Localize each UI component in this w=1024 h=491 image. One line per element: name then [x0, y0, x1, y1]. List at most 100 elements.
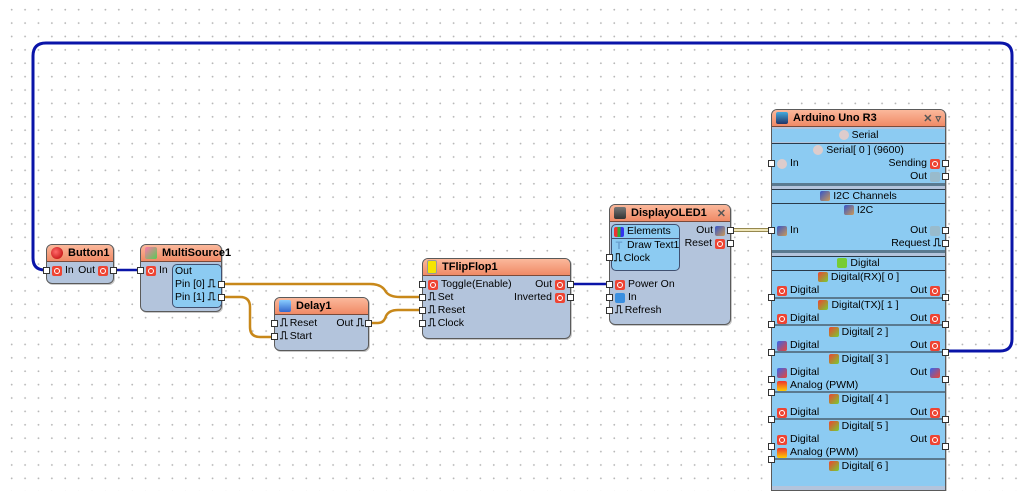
flipflop-icon [427, 260, 437, 274]
digital-channel-icon [828, 421, 839, 432]
digital-pin-icon [52, 265, 62, 276]
multisource1-component[interactable]: MultiSource1 In Out Pin [0] ⎍ Pin [1] ⎍ [137, 244, 231, 312]
displayoled1-clock-label: Clock [623, 252, 650, 264]
serial-in-pin[interactable] [768, 160, 775, 167]
digital-3-in-pin[interactable] [768, 376, 775, 383]
digital-channel-icon [818, 300, 829, 311]
digital-channel-1-label: Digital(TX)[ 1 ] [831, 299, 899, 311]
i2c-out-pin[interactable] [942, 227, 949, 234]
tflipflop1-component[interactable]: TFlipFlop1 Toggle(Enable) Out ⎍ Set Inve… [419, 258, 574, 339]
wire-delay-out-to-reset[interactable] [369, 308, 422, 325]
displayoled1-out-label: Out [696, 224, 713, 236]
displayoled1-refresh-label: Refresh [624, 304, 662, 316]
serial-sending-pin[interactable] [942, 160, 949, 167]
arduino-component[interactable]: Arduino Uno R3 ✕ ▿ Serial Serial[ 0 ] (9… [768, 109, 949, 491]
i2c-icon [843, 205, 854, 216]
digital-channel-2: Digital[ 2 ] Digital Out [772, 324, 945, 352]
digital-pin-icon [98, 265, 108, 276]
multisource1-in-pin[interactable] [137, 267, 144, 274]
i2c-in-pin[interactable] [768, 227, 775, 234]
displayoled1-reset-label: Reset [684, 237, 712, 249]
wire-pin0-to-set[interactable] [222, 282, 422, 299]
tools-dropdown-icon[interactable]: ✕ ▿ [923, 113, 941, 125]
digital-channel-4: Digital[ 4 ] Digital Out [772, 391, 945, 419]
digital-1-in-pin[interactable] [768, 321, 775, 328]
button-icon [51, 247, 63, 259]
tflipflop1-toggle-pin[interactable] [419, 281, 426, 288]
digital-channel-5-label: Digital[ 5 ] [841, 420, 889, 432]
displayoled1-component[interactable]: DisplayOLED1 ✕ Elements T Draw Text1 ⎍ C… [606, 204, 734, 325]
digital-3-analog-pin[interactable] [768, 389, 775, 396]
i2c-channel: I2C In Out Request⎍ [772, 203, 945, 250]
digital-5-analog-pin[interactable] [768, 456, 775, 463]
displayoled1-clock-pin[interactable] [606, 254, 613, 261]
tflipflop1-set-label: Set [437, 291, 454, 303]
i2c-out-label: Out [910, 224, 927, 236]
delay1-reset-label: Reset [289, 317, 318, 329]
delay1-start-pin[interactable] [271, 333, 278, 340]
button1-component[interactable]: Button1 In Out [43, 244, 117, 284]
tflipflop1-clock-pin[interactable] [419, 320, 426, 327]
delay1-title: Delay1 [296, 300, 332, 312]
tflipflop1-set-pin[interactable] [419, 294, 426, 301]
serial-channel-label: Serial[ 0 ] (9600) [826, 144, 904, 156]
delay1-component[interactable]: Delay1 ⎍ Reset Out ⎍ ⎍ Start [271, 297, 372, 351]
serial-channel: Serial[ 0 ] (9600) In Sending Out [772, 143, 945, 184]
analog-icon [777, 447, 787, 458]
delay1-out-pin[interactable] [365, 320, 372, 327]
multisource1-pin1-pin[interactable] [218, 294, 225, 301]
button1-header[interactable]: Button1 [47, 245, 113, 262]
arduino-icon [776, 112, 788, 124]
tflipflop1-header[interactable]: TFlipFlop1 [423, 259, 570, 276]
digital-pin-icon [777, 313, 787, 324]
digital-0-out-label: Out [910, 284, 927, 296]
digital-4-out-pin[interactable] [942, 416, 949, 423]
digital-pin-icon [930, 285, 940, 296]
element-item-draw-text[interactable]: T Draw Text1 [614, 239, 680, 252]
serial-out-pin[interactable] [942, 173, 949, 180]
displayoled1-in-pin[interactable] [606, 294, 613, 301]
displayoled1-out-pin[interactable] [727, 227, 734, 234]
delay1-reset-pin[interactable] [271, 320, 278, 327]
tflipflop1-inverted-pin[interactable] [567, 294, 574, 301]
digital-2-out-pin[interactable] [942, 349, 949, 356]
digital-0-in-label: Digital [790, 284, 820, 296]
digital-5-in-pin[interactable] [768, 443, 775, 450]
digital-0-in-pin[interactable] [768, 294, 775, 301]
arduino-header[interactable]: Arduino Uno R3 ✕ ▿ [772, 110, 945, 127]
clock-pin-icon: ⎍ [933, 237, 941, 249]
i2c-channel-label: I2C [856, 204, 874, 216]
digital-1-out-pin[interactable] [942, 321, 949, 328]
clock-pin-icon: ⎍ [280, 330, 288, 342]
i2c-request-pin[interactable] [942, 240, 949, 247]
digital-3-out-label: Out [910, 366, 927, 378]
multisource1-header[interactable]: MultiSource1 [141, 245, 231, 262]
interrupt-icon [930, 367, 940, 378]
serial-icon [777, 158, 787, 169]
displayoled1-poweron-label: Power On [628, 278, 675, 290]
displayoled1-elements-panel[interactable]: Elements T Draw Text1 ⎍ Clock [611, 224, 680, 271]
tools-icon[interactable]: ✕ [716, 208, 726, 220]
digital-4-in-pin[interactable] [768, 416, 775, 423]
delay1-header[interactable]: Delay1 [275, 298, 368, 315]
digital-pin-icon [146, 265, 156, 276]
button1-title: Button1 [68, 247, 110, 259]
displayoled1-poweron-pin[interactable] [606, 281, 613, 288]
elements-label: Elements [627, 225, 671, 237]
displayoled1-refresh-pin[interactable] [606, 307, 613, 314]
displayoled1-header[interactable]: DisplayOLED1 ✕ [610, 205, 730, 222]
wire-pin1-to-delay-start[interactable] [222, 295, 273, 339]
digital-5-out-pin[interactable] [942, 443, 949, 450]
digital-0-out-pin[interactable] [942, 294, 949, 301]
displayoled1-reset-pin[interactable] [727, 240, 734, 247]
button1-in-pin[interactable] [43, 267, 50, 274]
multisource1-pin0-pin[interactable] [218, 281, 225, 288]
clock-pin-icon: ⎍ [207, 291, 216, 303]
digital-2-in-pin[interactable] [768, 349, 775, 356]
digital-3-out-pin[interactable] [942, 376, 949, 383]
tflipflop1-reset-pin[interactable] [419, 307, 426, 314]
multisource-icon [145, 247, 157, 259]
digital-channel-icon [828, 327, 839, 338]
tflipflop1-out-pin[interactable] [567, 281, 574, 288]
button1-out-pin[interactable] [110, 267, 117, 274]
